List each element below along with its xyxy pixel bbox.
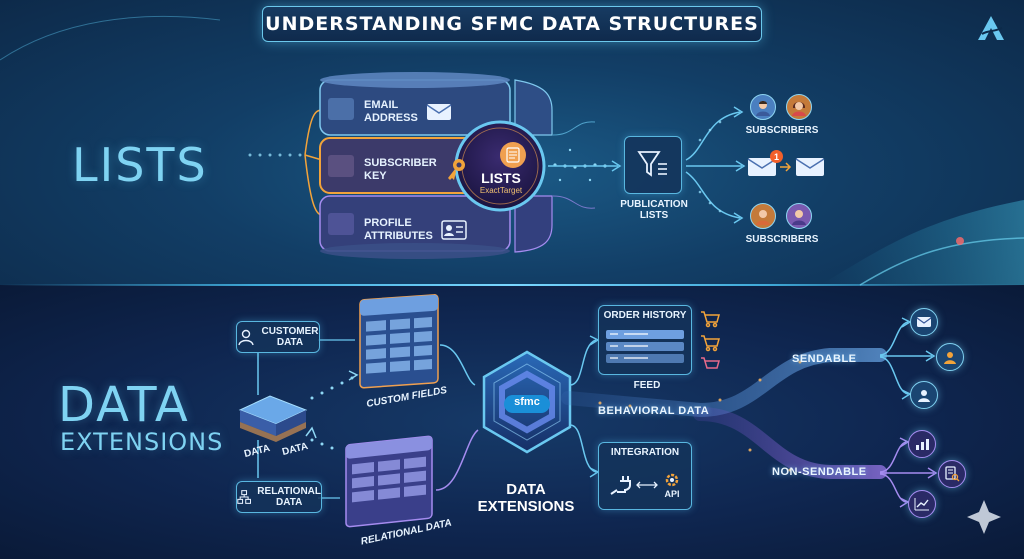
filter-icon (637, 151, 667, 177)
subscriber-avatar-4 (786, 203, 812, 229)
brand-logo-icon (978, 16, 1004, 40)
field-email-address: EMAIL ADDRESS (364, 94, 464, 130)
bar-chart-icon (916, 439, 929, 450)
profile-card-icon (441, 220, 467, 240)
person-icon (756, 101, 770, 116)
lists-hub-title: LISTS (481, 170, 521, 186)
cart-icons (701, 311, 720, 369)
send-user-target (910, 381, 938, 409)
subscriber-avatar-2 (786, 94, 812, 120)
trend-target (908, 490, 936, 518)
subscribers-bottom-label: SUBSCRIBERS (745, 234, 819, 245)
order-table-icon (606, 329, 684, 363)
subscribers-top-label: SUBSCRIBERS (745, 125, 819, 136)
field-email-address-label: EMAIL ADDRESS (364, 99, 418, 124)
integration-box: INTEGRATION API (598, 442, 692, 510)
publication-lists-box (624, 136, 682, 194)
order-history-label: ORDER HISTORY (603, 310, 687, 321)
de-section-label-sub: EXTENSIONS (60, 428, 224, 456)
lists-hub-subtitle: ExactTarget (479, 186, 523, 195)
envelope-icon (916, 317, 932, 327)
title-banner: UNDERSTANDING SFMC DATA STRUCTURES (262, 6, 762, 42)
relational-data-box: RELATIONAL DATA (236, 481, 322, 513)
field-subscriber-key-label: SUBSCRIBER KEY (364, 157, 437, 182)
customer-data-box: CUSTOMER DATA (236, 321, 320, 353)
integration-label: INTEGRATION (610, 447, 680, 458)
person-icon (944, 352, 956, 364)
person-icon (756, 210, 770, 225)
email-flow-icons (747, 158, 825, 176)
send-contact-target (936, 343, 964, 371)
order-history-box: ORDER HISTORY (598, 305, 692, 375)
notification-badge: 1 (770, 150, 783, 163)
gear-icon (665, 473, 679, 486)
field-profile-attributes: PROFILE ATTRIBUTES (364, 212, 474, 248)
sendable-label: SENDABLE (792, 353, 857, 365)
person-icon (792, 210, 806, 225)
relational-data-label: RELATIONAL DATA (257, 485, 321, 509)
person-icon (792, 102, 806, 116)
subscriber-avatar-1 (750, 94, 776, 120)
field-subscriber-key: SUBSCRIBER KEY (364, 152, 474, 188)
bidirectional-arrow-icon (636, 481, 658, 489)
plug-icon (610, 475, 631, 495)
de-section-label-main: DATA (58, 377, 190, 433)
envelope-icon (426, 104, 452, 120)
trend-chart-icon (914, 498, 929, 511)
sfmc-logo: sfmc (514, 396, 540, 408)
lists-hub: LISTS ExactTarget (466, 170, 536, 195)
field-profile-attributes-label: PROFILE ATTRIBUTES (364, 217, 433, 242)
hierarchy-icon (237, 490, 252, 504)
user-icon (238, 329, 255, 346)
section-divider (0, 284, 1024, 286)
lists-section-label: LISTS (72, 138, 208, 192)
publication-lists-label: PUBLICATION LISTS (620, 199, 688, 221)
non-sendable-label: NON-SENDABLE (772, 466, 867, 478)
api-group: API (663, 471, 681, 499)
api-label: API (664, 488, 680, 499)
data-extensions-hub-label: DATA EXTENSIONS (477, 481, 575, 516)
report-search-icon (945, 466, 960, 482)
page-title: UNDERSTANDING SFMC DATA STRUCTURES (265, 13, 759, 35)
report-target (938, 460, 966, 488)
customer-data-label: CUSTOMER DATA (261, 325, 319, 349)
send-email-target (910, 308, 938, 336)
analytics-target (908, 430, 936, 458)
feed-label: FEED (633, 380, 661, 391)
integration-icons: API (609, 471, 681, 499)
behavioral-data-label: BEHAVIORAL DATA (598, 405, 710, 417)
key-icon (447, 159, 465, 180)
subscriber-avatar-3 (750, 203, 776, 229)
person-icon (918, 390, 930, 402)
